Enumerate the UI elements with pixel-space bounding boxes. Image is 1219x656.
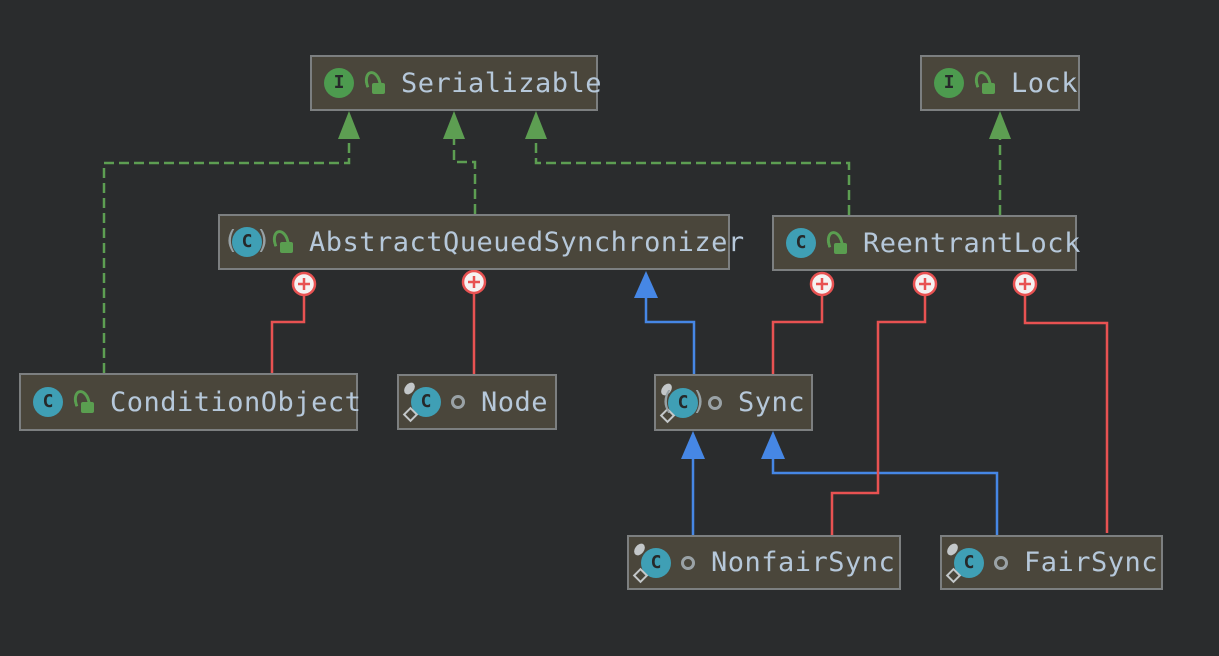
- edge-extends-sync-aqs: [644, 297, 696, 374]
- expand-inner-button-nonfairsync[interactable]: [912, 271, 938, 297]
- edge-implements-reentrantlock-serializable: [534, 139, 851, 215]
- class-node-fairsync[interactable]: C FairSync: [940, 535, 1163, 590]
- class-icon-letter: C: [795, 232, 807, 253]
- node-label: Sync: [738, 387, 806, 418]
- edge-implements-conditionobject-serializable: [102, 139, 351, 373]
- class-icon: C: [786, 228, 816, 258]
- abstract-paren-icon: ): [691, 386, 707, 416]
- expand-inner-button-sync[interactable]: [809, 271, 835, 297]
- node-label: ReentrantLock: [863, 227, 1081, 259]
- arrowhead-extends-aqs: [634, 271, 658, 298]
- nested-class-icon: C: [411, 387, 441, 417]
- node-label: Node: [481, 386, 549, 418]
- class-icon-letter: C: [677, 391, 689, 413]
- package-local-visibility-icon: [681, 555, 695, 570]
- node-label: Lock: [1011, 67, 1079, 99]
- interface-icon: I: [324, 68, 354, 98]
- class-icon: C: [33, 387, 63, 417]
- package-local-visibility-icon: [451, 395, 465, 409]
- node-label: NonfairSync: [711, 547, 896, 578]
- edge-inner-reentrantlock-fairsync: [1023, 294, 1109, 533]
- class-node-reentrantlock[interactable]: C ReentrantLock: [772, 215, 1080, 271]
- public-visibility-icon: [71, 388, 94, 414]
- class-icon-letter: C: [650, 551, 662, 573]
- edge-inner-reentrantlock-nonfairsync: [830, 294, 927, 535]
- edge-extends-fairsync-sync: [771, 458, 999, 535]
- arrowhead-implements-serializable-mid: [443, 111, 465, 139]
- arrowhead-implements-lock: [989, 111, 1011, 139]
- abstract-paren-icon: ): [255, 225, 271, 256]
- nested-class-icon: C: [954, 547, 984, 578]
- interface-icon: I: [934, 68, 964, 98]
- class-icon-letter: C: [963, 551, 975, 573]
- class-node-lock[interactable]: I Lock: [920, 55, 1080, 111]
- edge-inner-reentrantlock-sync: [771, 294, 824, 374]
- public-visibility-icon: [972, 69, 995, 95]
- class-icon-letter: C: [42, 391, 54, 412]
- arrowhead-implements-serializable-left: [338, 111, 360, 139]
- abstract-paren-icon: (: [223, 225, 239, 256]
- edge-inner-aqs-conditionobject: [270, 294, 306, 373]
- node-label: AbstractQueuedSynchronizer: [309, 226, 745, 258]
- package-local-visibility-icon: [708, 395, 722, 410]
- abstract-class-icon: ( C ): [223, 226, 271, 257]
- arrowhead-extends-sync-right: [761, 431, 785, 459]
- class-icon-letter: C: [420, 391, 432, 412]
- nested-class-icon: C: [641, 547, 671, 578]
- interface-icon-letter: I: [943, 72, 955, 93]
- expand-inner-button-conditionobject[interactable]: [291, 271, 317, 297]
- class-node-serializable[interactable]: I Serializable: [310, 55, 602, 111]
- public-visibility-icon: [270, 228, 293, 254]
- key-icon: [404, 382, 420, 422]
- class-node-abstractqueuedsynchronizer[interactable]: ( C ) AbstractQueuedSynchronizer: [218, 214, 744, 270]
- class-node-sync[interactable]: ( C ) Sync: [654, 374, 813, 431]
- public-visibility-icon: [824, 229, 847, 255]
- class-node-node[interactable]: C Node: [397, 374, 557, 430]
- class-icon-letter: C: [241, 231, 253, 252]
- node-label: ConditionObject: [110, 386, 362, 418]
- arrowhead-implements-serializable-right: [525, 111, 547, 139]
- key-icon: [947, 543, 963, 583]
- class-node-conditionobject[interactable]: C ConditionObject: [19, 373, 362, 431]
- abstract-paren-icon: (: [659, 386, 675, 416]
- expand-inner-button-node[interactable]: [461, 269, 487, 295]
- arrowhead-extends-sync-left: [681, 431, 705, 459]
- expand-inner-button-fairsync[interactable]: [1012, 271, 1038, 297]
- nested-abstract-class-icon: ( C ): [659, 386, 707, 418]
- package-local-visibility-icon: [994, 555, 1008, 570]
- class-node-nonfairsync[interactable]: C NonfairSync: [627, 535, 901, 590]
- interface-icon-letter: I: [333, 72, 345, 93]
- edge-implements-aqs-serializable: [452, 139, 477, 214]
- node-label: FairSync: [1024, 547, 1159, 578]
- key-icon: [634, 543, 650, 583]
- public-visibility-icon: [362, 69, 385, 95]
- node-label: Serializable: [401, 67, 603, 99]
